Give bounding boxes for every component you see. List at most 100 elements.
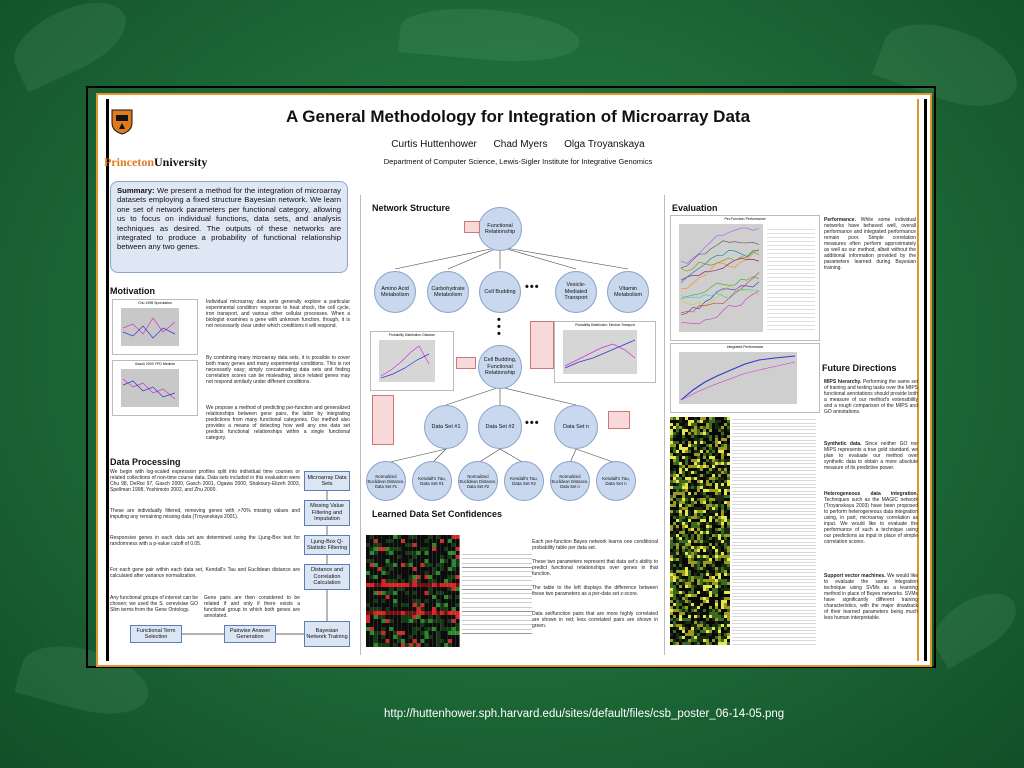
heatmap-cell — [389, 599, 394, 603]
heatmap-cell — [706, 489, 709, 492]
heatmap-cell — [721, 462, 724, 465]
heatmap-cell — [715, 552, 718, 555]
heatmap-cell — [432, 595, 437, 599]
heatmap-cell — [670, 588, 673, 591]
heatmap-cell — [673, 609, 676, 612]
heatmap-cell — [718, 462, 721, 465]
heatmap-cell — [700, 636, 703, 639]
heatmap-cell — [697, 606, 700, 609]
heatmap-cell — [703, 600, 706, 603]
heatmap-cell — [691, 459, 694, 462]
heatmap-cell — [393, 571, 398, 575]
heatmap-cell — [444, 539, 448, 543]
heatmap-cell — [682, 489, 685, 492]
heatmap-cell — [706, 627, 709, 630]
node-euclid-1: Normalized Euclidean Distance, Data Set … — [366, 461, 406, 501]
heatmap-cell — [670, 504, 673, 507]
heatmap-cell — [685, 636, 688, 639]
heatmap-cell — [688, 507, 691, 510]
heatmap-cell — [373, 571, 378, 575]
heatmap-cell — [721, 552, 724, 555]
heatmap-cell — [700, 579, 703, 582]
heatmap-cell — [682, 576, 685, 579]
heatmap-cell — [682, 642, 685, 645]
heatmap-cell — [682, 543, 685, 546]
source-url: http://huttenhower.sph.harvard.edu/sites… — [384, 708, 785, 720]
heatmap-cell — [408, 563, 413, 567]
heatmap-cell — [444, 551, 448, 555]
heatmap-cell — [685, 480, 688, 483]
heatmap-cell — [715, 546, 718, 549]
heatmap-cell — [397, 627, 402, 631]
heatmap-cell — [721, 624, 724, 627]
heatmap-cell — [691, 549, 694, 552]
heatmap-cell — [385, 635, 390, 639]
heatmap-cell — [700, 531, 703, 534]
heatmap-cell — [670, 591, 673, 594]
heatmap-cell — [676, 561, 679, 564]
heatmap-cell — [727, 438, 730, 441]
heatmap-cell — [393, 579, 398, 583]
heatmap-cell — [694, 558, 697, 561]
heatmap-cell — [685, 573, 688, 576]
heatmap-cell — [682, 450, 685, 453]
heatmap-cell — [691, 555, 694, 558]
heatmap-cell — [697, 489, 700, 492]
heatmap-cell — [691, 573, 694, 576]
heatmap-cell — [685, 582, 688, 585]
heatmap-cell — [700, 603, 703, 606]
heatmap-cell — [393, 603, 398, 607]
heatmap-cell — [447, 559, 452, 563]
heatmap-cell — [679, 447, 682, 450]
heatmap-cell — [721, 513, 724, 516]
heatmap-cell — [369, 607, 374, 611]
heatmap-cell — [706, 591, 709, 594]
heatmap-cell — [436, 603, 441, 607]
heatmap-cell — [405, 611, 409, 615]
heatmap-cell — [679, 417, 682, 420]
heatmap-cell — [676, 600, 679, 603]
heatmap-cell — [715, 441, 718, 444]
heatmap-cell — [679, 603, 682, 606]
heatmap-cell — [709, 441, 712, 444]
heatmap-cell — [703, 417, 706, 420]
heatmap-cell — [389, 591, 394, 595]
heatmap-cell — [703, 426, 706, 429]
heatmap-cell — [718, 573, 721, 576]
heatmap-cell — [718, 603, 721, 606]
poster-border-accent — [917, 99, 919, 661]
heatmap-cell — [685, 591, 688, 594]
heatmap-cell — [447, 571, 452, 575]
heatmap-cell — [679, 618, 682, 621]
heatmap-cell — [432, 571, 437, 575]
heatmap-cell — [718, 606, 721, 609]
heatmap-cell — [700, 444, 703, 447]
learned-text-2: These two parameters represent that data… — [532, 559, 658, 577]
heatmap-cell — [715, 498, 718, 501]
heatmap-cell — [700, 474, 703, 477]
heatmap-cell — [366, 579, 370, 583]
heatmap-cell — [679, 555, 682, 558]
heatmap-cell — [706, 480, 709, 483]
heatmap-cell — [416, 547, 421, 551]
heatmap-cell — [718, 522, 721, 525]
heatmap-cell — [691, 438, 694, 441]
heatmap-cell — [682, 531, 685, 534]
heatmap-cell — [706, 441, 709, 444]
heatmap-cell — [688, 567, 691, 570]
heatmap-cell — [377, 587, 382, 591]
heatmap-cell — [718, 483, 721, 486]
heatmap-cell — [679, 537, 682, 540]
heatmap-cell — [688, 564, 691, 567]
heatmap-cell — [369, 575, 374, 579]
heatmap-cell — [703, 513, 706, 516]
heatmap-cell — [670, 576, 673, 579]
heatmap-cell — [424, 599, 429, 603]
heatmap-cell — [447, 555, 452, 559]
heatmap-cell — [682, 591, 685, 594]
heatmap-cell — [405, 631, 409, 635]
heatmap-cell — [420, 555, 425, 559]
heatmap-cell — [389, 603, 394, 607]
heatmap-cell — [712, 462, 715, 465]
heatmap-cell — [436, 619, 441, 623]
